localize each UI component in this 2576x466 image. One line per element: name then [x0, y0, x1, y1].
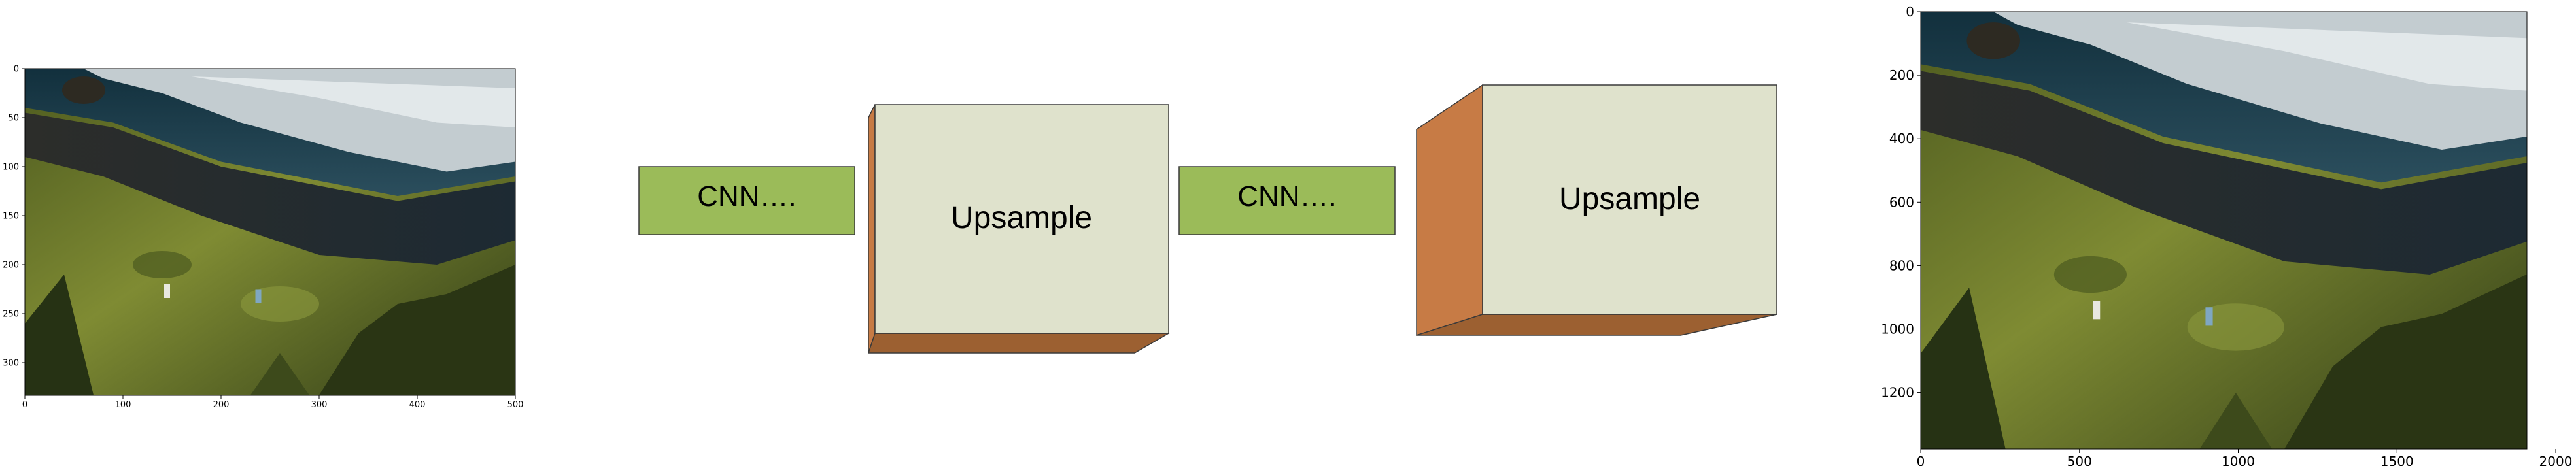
y-tick-label: 1000 [1881, 322, 1914, 337]
x-tick-label: 2000 [2539, 454, 2573, 466]
x-tick-label: 1500 [2380, 454, 2414, 466]
y-tick-label: 800 [1889, 258, 1914, 273]
x-tick-label: 500 [2067, 454, 2092, 466]
cnn-block-1-label: CNN…. [697, 180, 797, 212]
upsample-block-1: Upsample [867, 104, 1171, 354]
y-tick-label: 300 [3, 359, 19, 369]
upsample-block-2-label: Upsample [1559, 182, 1700, 216]
y-tick-label: 200 [1889, 67, 1914, 83]
y-tick-label: 600 [1889, 194, 1914, 210]
upsample-block-2-front [1482, 84, 1777, 315]
upsample-block-1-bottom [867, 333, 1171, 354]
x-tick-label: 200 [213, 400, 230, 410]
y-tick-label: 250 [3, 310, 19, 320]
output-photo [1921, 12, 2527, 450]
upsample-block-1-front [874, 104, 1169, 334]
output-x-axis: 0 500 1000 1500 2000 [1917, 449, 2573, 466]
input-x-axis: 0 100 200 300 400 500 [22, 395, 524, 410]
x-tick-label: 100 [115, 400, 131, 410]
upsample-block-1-label: Upsample [951, 201, 1092, 235]
input-y-axis: 0 50 100 150 200 250 300 [3, 65, 25, 369]
x-tick-label: 0 [22, 400, 27, 410]
input-photo-frame [24, 68, 516, 396]
cnn-block-1-box [638, 166, 855, 235]
x-tick-label: 0 [1917, 454, 1925, 466]
cnn-block-2-label: CNN…. [1237, 180, 1337, 212]
output-image-panel: 0 500 1000 1500 2000 0 200 400 600 800 1000 1200 [1881, 4, 2572, 466]
input-image-panel: 0 100 200 300 400 500 0 50 100 150 200 250 300 [3, 65, 523, 410]
y-tick-label: 50 [8, 114, 19, 124]
cnn-block-2-box [1178, 166, 1396, 235]
upsample-block-2: Upsample [1416, 84, 1777, 337]
cnn-block-1: CNN…. [638, 166, 855, 235]
x-tick-label: 1000 [2222, 454, 2255, 466]
y-tick-label: 200 [3, 261, 19, 271]
upsample-block-1-side [868, 104, 876, 354]
y-tick-label: 400 [1889, 131, 1914, 146]
y-tick-label: 0 [14, 65, 19, 75]
cnn-block-2: CNN…. [1178, 166, 1396, 235]
y-tick-label: 0 [1906, 4, 1914, 20]
output-photo-frame [1920, 11, 2528, 450]
x-tick-label: 400 [409, 400, 426, 410]
input-photo [25, 69, 515, 395]
output-y-axis: 0 200 400 600 800 1000 1200 [1881, 4, 1921, 401]
y-tick-label: 100 [3, 163, 19, 173]
x-tick-label: 300 [311, 400, 328, 410]
y-tick-label: 1200 [1881, 385, 1914, 401]
y-tick-label: 150 [3, 212, 19, 222]
x-tick-label: 500 [507, 400, 524, 410]
upsample-block-2-side [1416, 84, 1483, 337]
